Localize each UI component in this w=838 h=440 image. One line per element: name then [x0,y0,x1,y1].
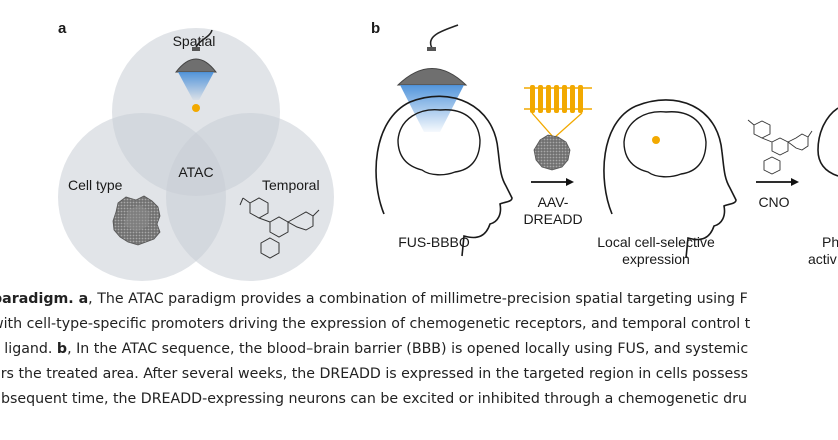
step-label-local-expression-2: expression [622,251,690,267]
step-label-fus-bbbo: FUS-BBBO [398,234,470,250]
caption-line-2-text: with cell-type-specific promoters drivin… [0,316,751,332]
step-label-cno: CNO [758,194,789,210]
step-label-aav: AAV- [538,194,569,210]
caption-line-3: c ligand. b, In the ATAC sequence, the b… [0,337,838,362]
venn-circle-temporal [166,113,334,281]
cno-molecule-icon [239,197,320,259]
head-partial-icon [817,107,838,177]
panel-b-label: b [371,20,381,37]
head-with-expression-icon [603,99,737,259]
arrow-aav [531,178,574,186]
step-label-partial-2: activ [808,251,837,267]
arrow-cno [756,178,799,186]
figure-graphic: Spatial Cell type Temporal ATAC [58,24,838,281]
aav-capsid-icon [112,195,161,246]
caption-line-5-text: ubsequent time, the DREADD-expressing ne… [0,391,748,407]
figure-caption: paradigm. a, The ATAC paradigm provides … [0,287,838,412]
head-with-fus-icon [375,24,513,257]
step-label-local-expression-1: Local cell-selective [597,234,715,250]
venn-label-atac: ATAC [178,164,213,180]
caption-line-4: ers the treated area. After several week… [0,362,838,387]
caption-line-1: paradigm. a, The ATAC paradigm provides … [0,287,838,312]
caption-line-2: with cell-type-specific promoters drivin… [0,312,838,337]
caption-line-3-bold: b [56,341,68,357]
cno-molecule-small-icon [747,119,813,175]
panel-a-label: a [58,20,67,37]
step-label-dreadd: DREADD [523,211,582,227]
step-label-partial-1: Ph [822,234,838,250]
caption-line-4-text: ers the treated area. After several week… [0,366,749,382]
caption-line-1-text: , The ATAC paradigm provides a combinati… [88,291,748,307]
venn-label-spatial: Spatial [173,33,216,49]
aav-capsid-small-icon [533,134,571,171]
venn-label-cell-type: Cell type [68,177,123,193]
caption-line-5: ubsequent time, the DREADD-expressing ne… [0,387,838,412]
caption-line-3-text: c ligand. [0,341,53,357]
dreadd-receptor-icon [524,85,592,139]
venn-label-temporal: Temporal [262,177,320,193]
caption-line-1-bold: paradigm. a [0,291,89,307]
caption-line-3-text2: , In the ATAC sequence, the blood–brain … [67,341,749,357]
ultrasound-transducer-icon [174,29,218,112]
